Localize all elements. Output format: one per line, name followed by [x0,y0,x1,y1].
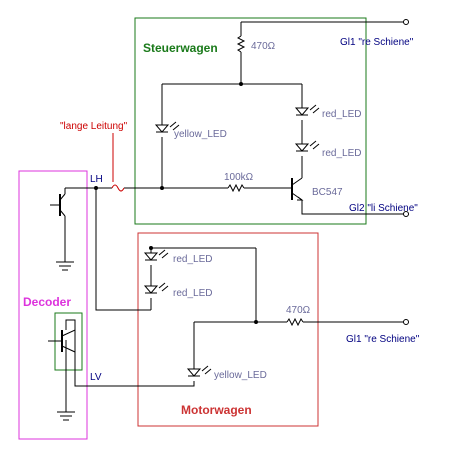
led-red-2-label: red_LED [322,148,361,159]
motorwagen-label: Motorwagen [181,403,252,417]
ground-symbol-top [56,261,74,271]
wires [64,21,405,412]
steuerwagen-label: Steuerwagen [143,41,218,55]
resistor-470-motor [286,317,304,327]
gl1-top-label: Gl1 "re Schiene" [340,37,414,48]
led-yellow-top-label: yellow_LED [174,129,227,140]
decoder-transistor-bottom [48,319,76,353]
long-wire-label: "lange Leitung" [60,121,128,132]
gl2-terminal [403,211,409,217]
decoder-transistor-top [50,193,66,217]
resistor-top-label: 470Ω [251,41,276,52]
steuerwagen-box [134,17,367,225]
motorwagen-box [137,232,319,427]
gl1-bottom-terminal [403,319,409,325]
decoder-box [18,170,88,440]
gl2-label: Gl2 "li Schiene" [349,203,418,214]
led-yellow-bottom [186,365,212,377]
lv-label: LV [90,372,102,383]
terminals [403,19,409,325]
led-red-1-label: red_LED [322,109,361,120]
transistor-label: BC547 [312,187,343,198]
decoder-label: Decoder [23,295,71,309]
led-red-3-label: red_LED [173,254,212,265]
lh-label: LH [90,174,103,185]
ground-symbol-bottom [57,411,75,421]
long-wire-squiggle [111,184,125,192]
junctions [94,82,258,324]
led-yellow-top [154,121,180,133]
transistor-bc547 [291,177,304,201]
resistor-base-label: 100kΩ [224,172,254,183]
led-red-3 [143,249,169,261]
resistor-motor-label: 470Ω [286,305,311,316]
resistor-100k [227,183,245,193]
led-red-4-label: red_LED [173,288,212,299]
led-red-1 [294,104,320,116]
led-red-4 [143,282,169,294]
resistor-470-top [236,35,246,53]
gl1-top-terminal [403,19,409,25]
led-red-2 [294,140,320,152]
led-yellow-bottom-label: yellow_LED [214,370,267,381]
gl1-bottom-label: Gl1 "re Schiene" [346,334,420,345]
